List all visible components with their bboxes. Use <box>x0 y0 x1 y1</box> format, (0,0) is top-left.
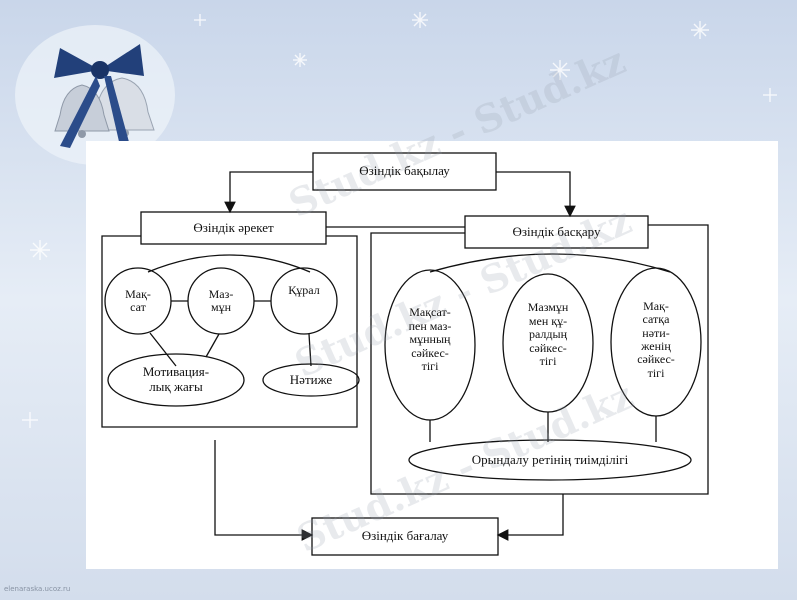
right-oval-connector <box>429 253 671 273</box>
result-label: Нәтиже <box>289 371 333 387</box>
motivation-oval <box>107 353 245 407</box>
arrow-from-action <box>214 440 314 541</box>
bells-ornament-icon <box>15 25 175 165</box>
self-management-label: Өзіндік басқару <box>512 223 601 239</box>
result-oval <box>262 363 360 397</box>
left-oval-connector <box>147 254 311 273</box>
efficiency-oval <box>408 439 692 481</box>
goal-content-label: Мақсат- пен маз- мұнның сәйкес- тігі <box>408 305 452 374</box>
efficiency-label: Орындалу ретінің тиімділігі <box>471 451 629 467</box>
source-footer: elenaraska.ucoz.ru <box>4 585 71 593</box>
self-control-label: Өзіндік бақылау <box>359 163 450 179</box>
goal-label: Мақ- сат <box>125 286 151 314</box>
content-tool-label: Мазмұн мен құ- ралдың сәйкес- тігі <box>527 300 569 369</box>
right-group-frame <box>370 224 709 495</box>
tool-label: Құрал <box>288 283 320 298</box>
goal-result-label: Мақ- сатқа нәти- женің сәйкес- тігі <box>637 298 675 380</box>
motivation-label: Мотивация- лық жағы <box>142 364 210 394</box>
self-action-label: Өзіндік әрекет <box>193 219 274 235</box>
left-group-frame <box>101 235 358 428</box>
arrow-from-management <box>496 494 564 541</box>
arrow-to-management <box>496 171 576 218</box>
arrow-to-action <box>224 171 313 214</box>
self-management-box <box>464 215 649 249</box>
self-action-box <box>140 211 327 245</box>
content-label: Маз- мұн <box>208 286 234 314</box>
self-evaluation-label: Өзіндік бағалау <box>361 528 449 544</box>
